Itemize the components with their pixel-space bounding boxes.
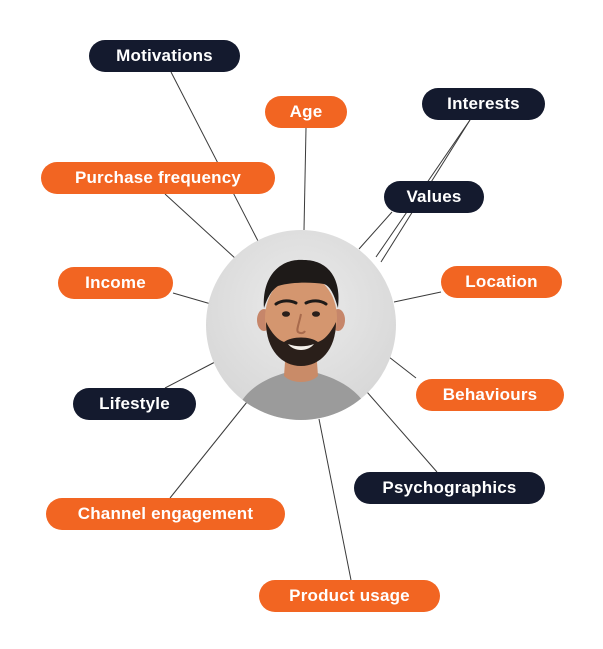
- connector-location: [393, 291, 442, 303]
- node-location: Location: [441, 266, 562, 298]
- node-channel-engagement: Channel engagement: [46, 498, 285, 530]
- node-values: Values: [384, 181, 484, 213]
- connector-product: [318, 418, 352, 581]
- node-lifestyle: Lifestyle: [73, 388, 196, 420]
- person-avatar: [206, 230, 396, 420]
- connector-behaviours: [388, 356, 417, 379]
- connector-age: [303, 127, 307, 231]
- person-photo-icon: [234, 259, 372, 420]
- connector-lifestyle: [164, 361, 216, 389]
- connector-purchase: [164, 193, 237, 260]
- connector-income: [172, 292, 212, 305]
- node-income: Income: [58, 267, 173, 299]
- connector-channel: [169, 401, 248, 499]
- node-psychographics: Psychographics: [354, 472, 545, 504]
- connector-values: [358, 211, 393, 250]
- node-interests: Interests: [422, 88, 545, 120]
- node-purchase-frequency: Purchase frequency: [41, 162, 275, 194]
- node-age: Age: [265, 96, 347, 128]
- connector-psycho: [366, 391, 438, 473]
- node-behaviours: Behaviours: [416, 379, 564, 411]
- node-motivations: Motivations: [89, 40, 240, 72]
- node-product-usage: Product usage: [259, 580, 440, 612]
- connector-motivations: [170, 71, 259, 242]
